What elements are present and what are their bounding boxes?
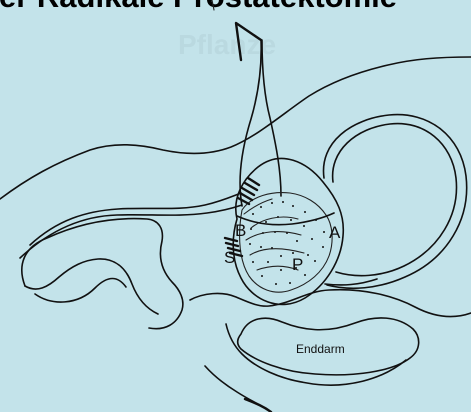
page-title: er Radikale Prostatektomie: [0, 0, 397, 14]
label-b: B: [235, 221, 246, 240]
label-p: P: [292, 255, 303, 274]
label-enddarm: Enddarm: [296, 342, 345, 356]
label-s: S: [224, 248, 235, 267]
label-a: A: [329, 223, 341, 242]
